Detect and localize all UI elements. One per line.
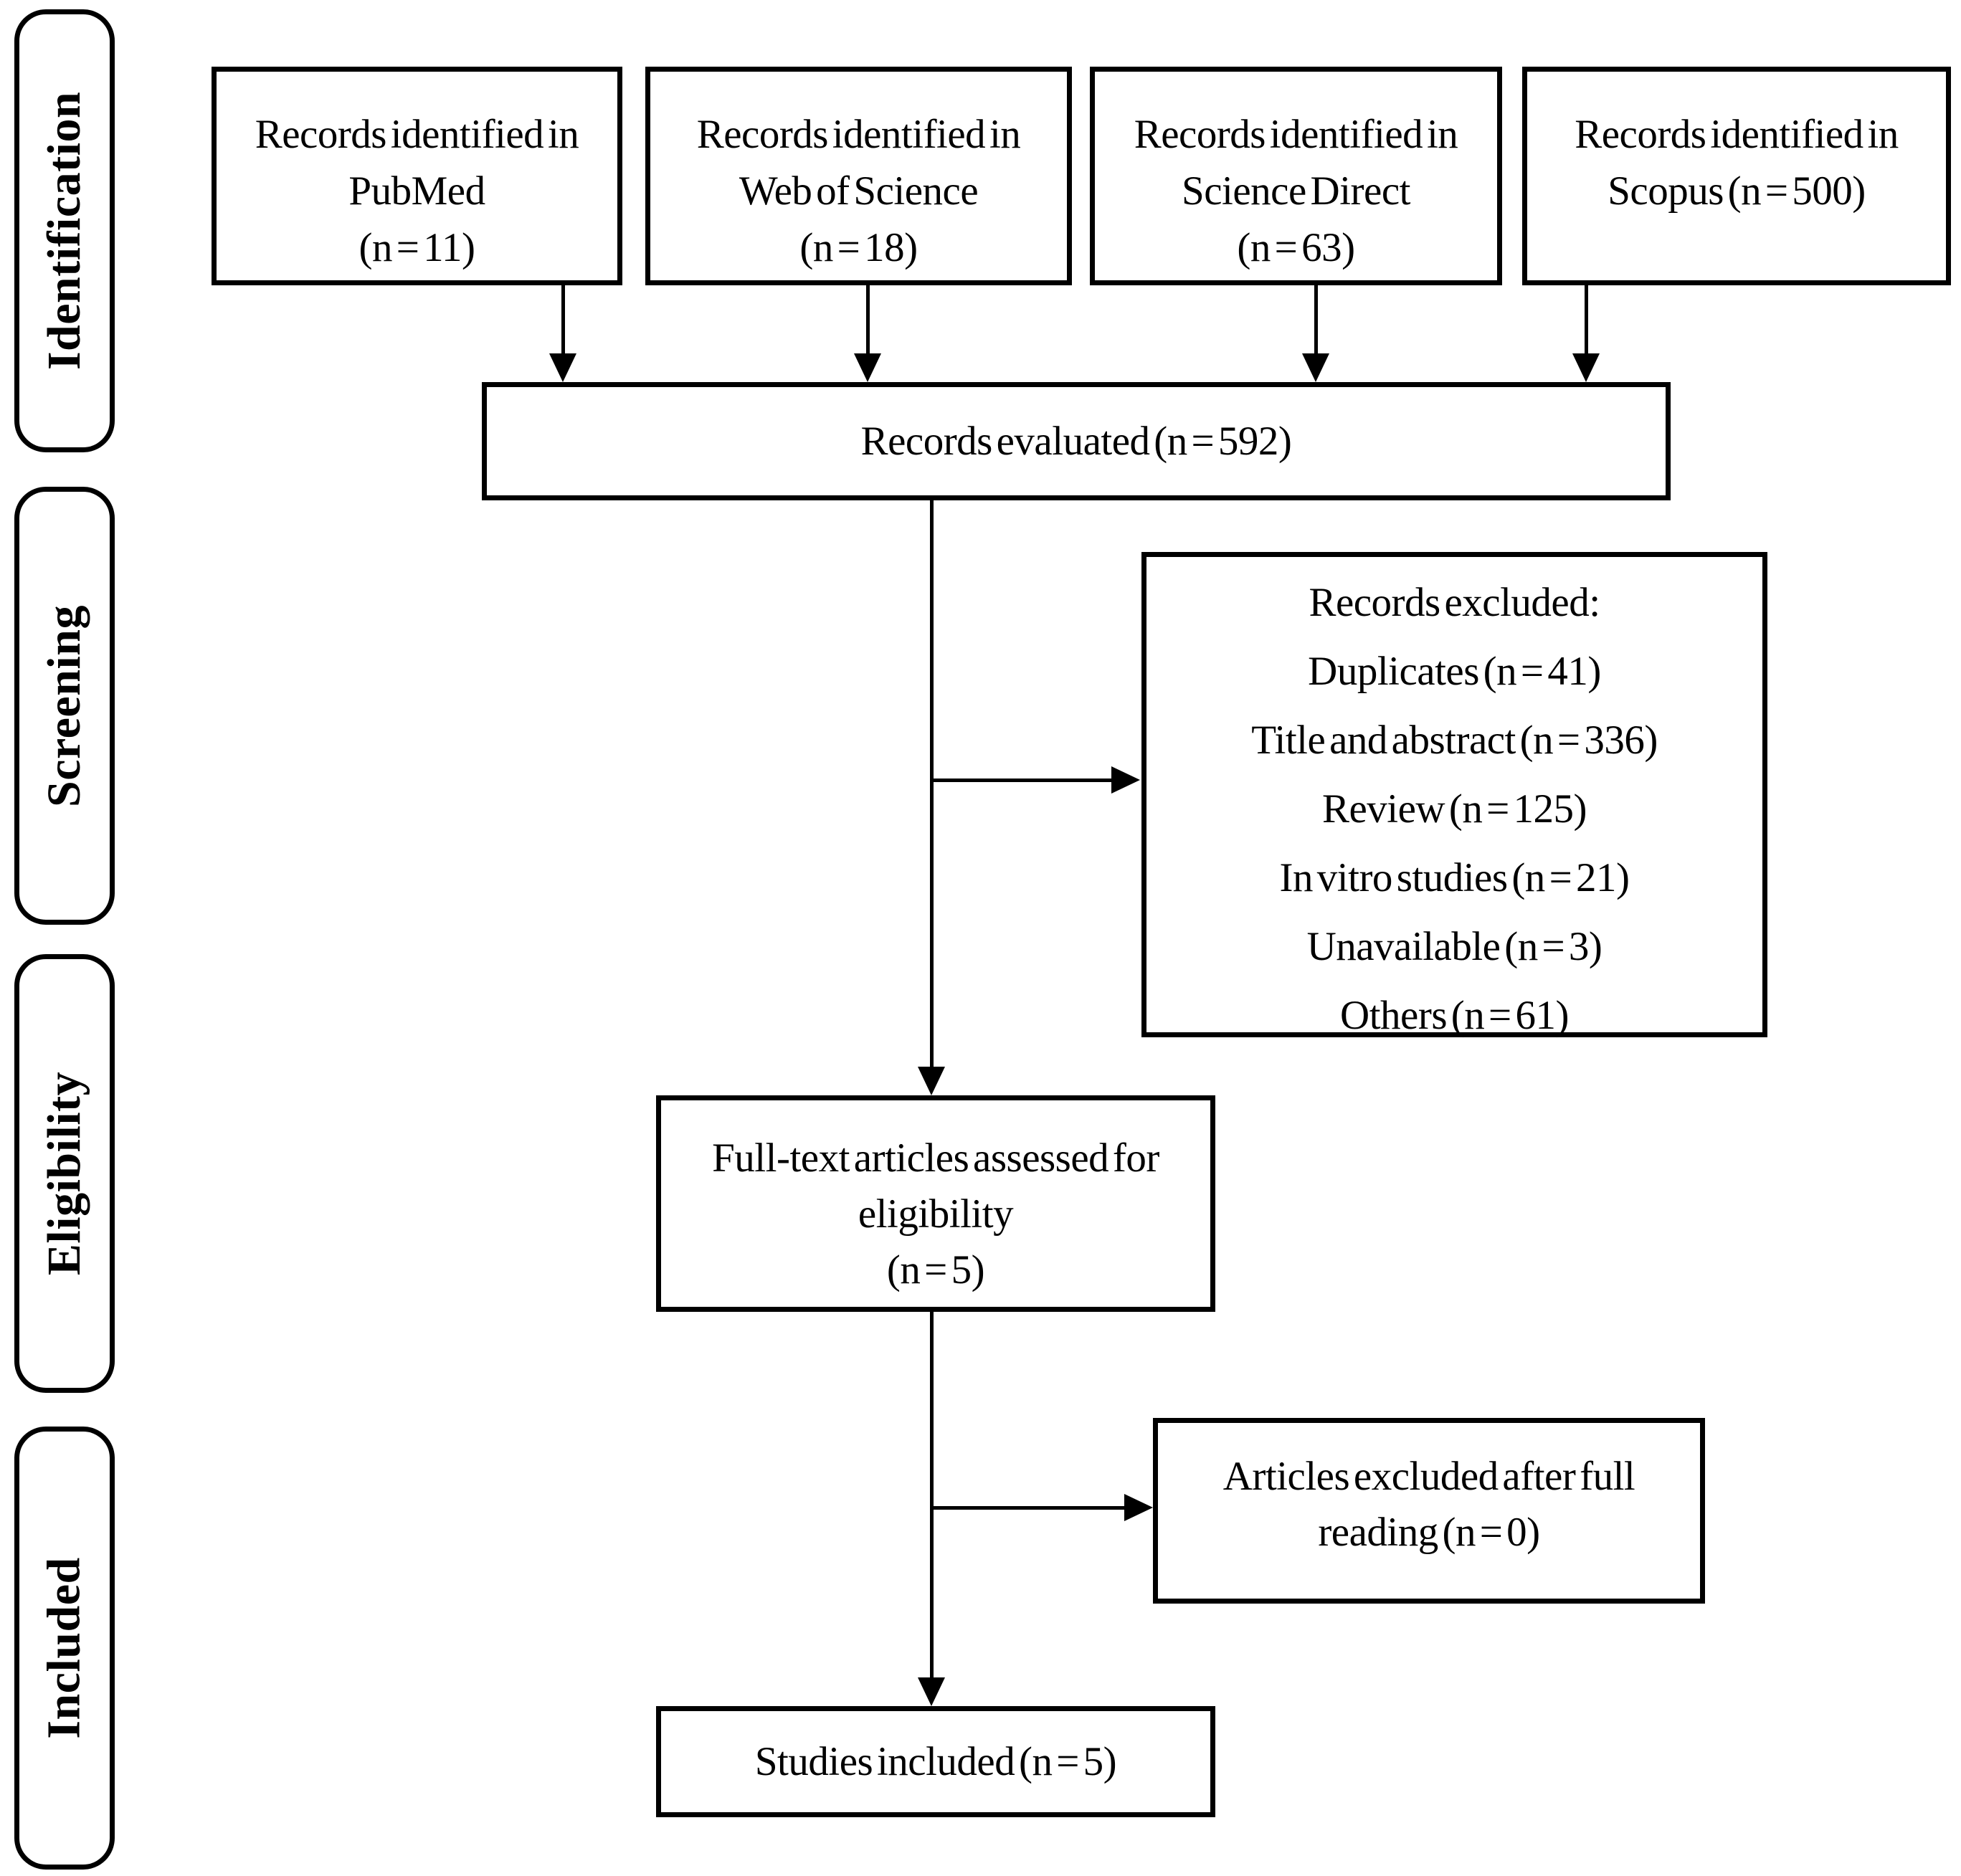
arrow-scopus-to-evaluated-head <box>1572 353 1600 382</box>
box-text: Studies included (n = 5) <box>754 1738 1117 1784</box>
box-text: Records identified in Web of Science (n … <box>696 112 1021 270</box>
articles-excluded-box: Articles excluded after full reading (n … <box>1153 1418 1705 1604</box>
arrow-pubmed-to-evaluated-head <box>549 353 576 382</box>
arrow-wos-to-evaluated-head <box>854 353 881 382</box>
stage-label-included: Included <box>38 1557 90 1739</box>
stage-label-identification: Identification <box>38 91 90 371</box>
arrow-wos-to-evaluated-line <box>866 285 870 356</box>
stage-identification: Identification <box>14 9 115 452</box>
branch-line-to-excluded <box>930 779 1113 782</box>
stage-label-screening: Screening <box>38 604 91 807</box>
records-evaluated-box: Records evaluated (n = 592) <box>482 382 1671 500</box>
branch-arrowhead-articles-excluded <box>1124 1494 1153 1521</box>
arrow-sciencedirect-to-evaluated-head <box>1302 353 1329 382</box>
branch-line-to-articles-excluded <box>930 1506 1126 1510</box>
box-text: Articles excluded after full reading (n … <box>1222 1454 1635 1555</box>
records-identified-wos-box: Records identified in Web of Science (n … <box>645 67 1072 285</box>
box-text: Full-text articles assessed for eligibil… <box>712 1135 1159 1292</box>
flow-line-evaluated-to-fulltext <box>930 500 934 1068</box>
box-text: Records evaluated (n = 592) <box>860 418 1292 464</box>
stage-eligibility: Eligibility <box>14 954 115 1393</box>
arrow-scopus-to-evaluated-line <box>1585 285 1588 356</box>
stage-included: Included <box>14 1427 115 1870</box>
studies-included-box: Studies included (n = 5) <box>656 1706 1215 1817</box>
flow-arrowhead-included <box>918 1677 945 1706</box>
fulltext-assessed-box: Full-text articles assessed for eligibil… <box>656 1095 1215 1312</box>
records-identified-scopus-box: Records identified in Scopus (n = 500) <box>1522 67 1951 285</box>
stage-label-eligibility: Eligibility <box>38 1071 91 1276</box>
flow-arrowhead-fulltext <box>918 1067 945 1095</box>
records-excluded-box: Records excluded: Duplicates (n = 41) Ti… <box>1141 552 1767 1038</box>
stage-screening: Screening <box>14 487 115 925</box>
box-text: Records identified in Scopus (n = 500) <box>1575 112 1899 214</box>
arrow-pubmed-to-evaluated-line <box>561 285 565 356</box>
arrow-sciencedirect-to-evaluated-line <box>1314 285 1318 356</box>
box-text: Records excluded: Duplicates (n = 41) Ti… <box>1251 580 1658 1038</box>
records-identified-pubmed-box: Records identified in PubMed (n = 11) <box>212 67 622 285</box>
flow-line-fulltext-to-included <box>930 1312 934 1679</box>
box-text: Records identified in Science Direct (n … <box>1134 112 1458 270</box>
records-identified-sciencedirect-box: Records identified in Science Direct (n … <box>1090 67 1502 285</box>
branch-arrowhead-excluded <box>1111 766 1140 794</box>
box-text: Records identified in PubMed (n = 11) <box>255 112 579 270</box>
